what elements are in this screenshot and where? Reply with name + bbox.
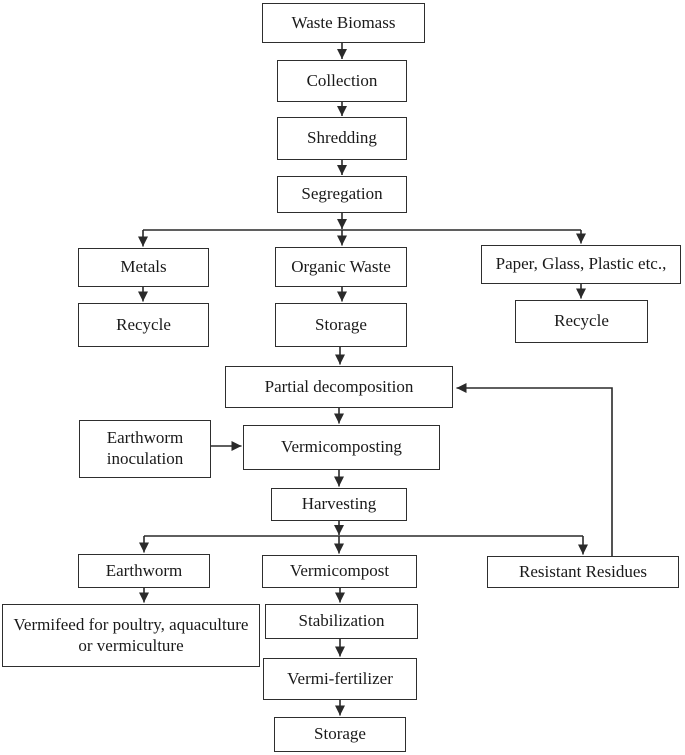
node-harvesting: Harvesting <box>271 488 407 521</box>
node-storage-bottom: Storage <box>274 717 406 752</box>
node-earthworm-inoculation: Earthworm inoculation <box>79 420 211 478</box>
node-earthworm: Earthworm <box>78 554 210 588</box>
node-paper-glass-plastic: Paper, Glass, Plastic etc., <box>481 245 681 284</box>
edge-resistantresidues-partialdecomp-feedback <box>456 383 613 556</box>
node-segregation: Segregation <box>277 176 407 213</box>
node-recycle-left: Recycle <box>78 303 209 347</box>
node-resistant-residues: Resistant Residues <box>487 556 679 588</box>
node-partial-decomposition: Partial decomposition <box>225 366 453 408</box>
node-shredding: Shredding <box>277 117 407 160</box>
node-vermifeed: Vermifeed for poultry, aquaculture or ve… <box>2 604 260 667</box>
node-storage-mid: Storage <box>275 303 407 347</box>
node-vermi-fertilizer: Vermi-fertilizer <box>263 658 417 700</box>
node-waste-biomass: Waste Biomass <box>262 3 425 43</box>
node-metals: Metals <box>78 248 209 287</box>
node-recycle-right: Recycle <box>515 300 648 343</box>
node-vermicomposting: Vermicomposting <box>243 425 440 470</box>
node-collection: Collection <box>277 60 407 102</box>
node-stabilization: Stabilization <box>265 604 418 639</box>
node-vermicompost: Vermicompost <box>262 555 417 588</box>
node-organic-waste: Organic Waste <box>275 247 407 287</box>
